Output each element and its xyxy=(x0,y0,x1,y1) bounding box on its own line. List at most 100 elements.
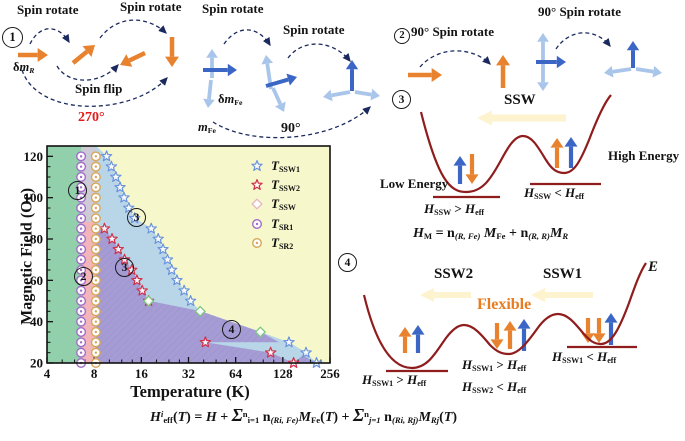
marker-circle-dot xyxy=(94,299,98,303)
d4-mid-condition-1: HSSW1 > Heff xyxy=(462,357,527,373)
energy-curves xyxy=(362,94,647,373)
fe3-right-arrow xyxy=(354,90,372,97)
marker-circle-dot xyxy=(94,237,98,241)
marker-star xyxy=(251,159,263,171)
region-lightblue-wedge xyxy=(205,342,307,363)
y-tick-label: 60 xyxy=(30,273,43,288)
spin-flip-label: Spin flip xyxy=(75,81,123,96)
flexible-label: Flexible xyxy=(477,296,532,313)
d4-left-blue-up-head xyxy=(411,325,425,335)
legend-row: TSR2 xyxy=(249,234,300,253)
chart-frame xyxy=(46,145,331,364)
fe1-down-arrow xyxy=(207,79,213,100)
high-energy-label: High Energy xyxy=(608,148,680,163)
marker-star xyxy=(98,222,111,234)
marker-star xyxy=(105,160,118,172)
x-tick-label: 4 xyxy=(44,366,51,381)
legend-marker-star xyxy=(251,159,263,171)
marker-circle-dot xyxy=(94,289,98,292)
marker-diamond xyxy=(194,305,206,318)
marker-circle-dot xyxy=(94,268,98,272)
circled-3-top: 3 xyxy=(392,90,411,109)
marker-circle-dot xyxy=(94,175,98,179)
d4-left-orange-up-head xyxy=(398,327,412,337)
spin-rotate-label-4: Spin rotate xyxy=(283,22,345,37)
delta-mr-label: δmR xyxy=(13,60,35,75)
fe3-net-arrow-head xyxy=(345,60,359,70)
marker-circle-dot xyxy=(94,330,98,334)
legend-label: TSR2 xyxy=(271,235,294,252)
x-tick-label: 32 xyxy=(182,366,195,381)
marker-star xyxy=(161,253,174,265)
legend-label: TSSW1 xyxy=(271,157,300,174)
x-tick-label: 64 xyxy=(229,366,243,381)
marker-circle-dot xyxy=(94,155,98,158)
marker-circle-dot xyxy=(79,330,83,334)
marker-circle-dot xyxy=(94,341,98,344)
fe1-net-arrow-head xyxy=(227,63,237,77)
circled-4-top: 4 xyxy=(338,253,357,272)
legend-row: TSSW xyxy=(249,195,300,214)
d4-left-condition: HSSW1 > Heff xyxy=(362,372,427,388)
chart-circled-2: 2 xyxy=(74,267,93,286)
d4-mid-orange-down-head xyxy=(490,339,504,349)
marker-circle-dot xyxy=(94,186,98,189)
d4-right-orange-down2-head xyxy=(592,333,606,343)
d3-right-orange-up-head xyxy=(550,138,564,148)
marker-circle-dot xyxy=(79,237,83,241)
marker-star xyxy=(184,295,197,306)
marker-circle-dot xyxy=(79,341,83,344)
mfe-label: mFe xyxy=(198,120,216,135)
fe4-down-arrow-head xyxy=(537,82,549,91)
x-tick-label: 8 xyxy=(91,366,98,381)
d3-left-blue-up-head xyxy=(453,156,467,166)
marker-circle-dot xyxy=(255,222,259,226)
marker-star xyxy=(100,150,113,162)
fe2-up-arrow-head xyxy=(261,55,274,65)
angle-90-label: 90° xyxy=(281,121,301,136)
energy-axis-label: E xyxy=(648,259,659,275)
y-tick-label: 20 xyxy=(30,356,43,371)
d4-mid-blue-up-head xyxy=(517,319,531,329)
d4-mid-condition-2: HSSW2 < Heff xyxy=(462,379,527,395)
spin-arrow-r-downleft-head xyxy=(120,54,133,67)
marker-star xyxy=(166,264,178,275)
fe5-left-arrow xyxy=(612,67,632,74)
marker-circle-dot xyxy=(94,310,98,313)
marker-circle-dot xyxy=(94,279,98,282)
marker-star xyxy=(145,222,157,234)
marker-circle-dot xyxy=(79,310,83,313)
fe2-net-arrow-head xyxy=(286,73,297,86)
marker-star xyxy=(136,284,148,296)
marker-circle-dot xyxy=(79,258,83,261)
marker-star xyxy=(131,274,143,286)
marker-circle-dot xyxy=(79,299,83,303)
arc-fe-rotate-1 xyxy=(223,29,271,47)
y-tick-label: 80 xyxy=(30,232,43,247)
marker-circle-dot xyxy=(79,248,83,251)
marker-circle-dot xyxy=(79,175,83,179)
marker-circle-dot xyxy=(79,206,83,210)
marker-diamond xyxy=(251,198,263,211)
spin-arrows xyxy=(18,33,662,353)
arc-spin-rotate-2 xyxy=(99,19,167,39)
legend-marker-diamond xyxy=(251,198,263,211)
legend-label: TSSW2 xyxy=(271,177,300,194)
marker-star xyxy=(114,181,126,193)
triple-well-curve xyxy=(362,262,647,370)
ssw-label: SSW xyxy=(504,92,536,108)
marker-star xyxy=(251,179,263,191)
x-tick-label: 16 xyxy=(135,366,149,381)
fe1-down-arrow-head xyxy=(203,98,215,108)
fe2-down-arrow-head xyxy=(275,101,286,112)
marker-circle-dot xyxy=(94,206,98,210)
marker-star xyxy=(264,346,277,358)
sec3-right-arrow-head xyxy=(431,68,442,82)
arc-sec3-rotate xyxy=(419,50,491,68)
marker-circle-dot xyxy=(94,196,98,199)
marker-circle-dot xyxy=(94,227,98,230)
marker-circle-dot xyxy=(79,320,83,323)
